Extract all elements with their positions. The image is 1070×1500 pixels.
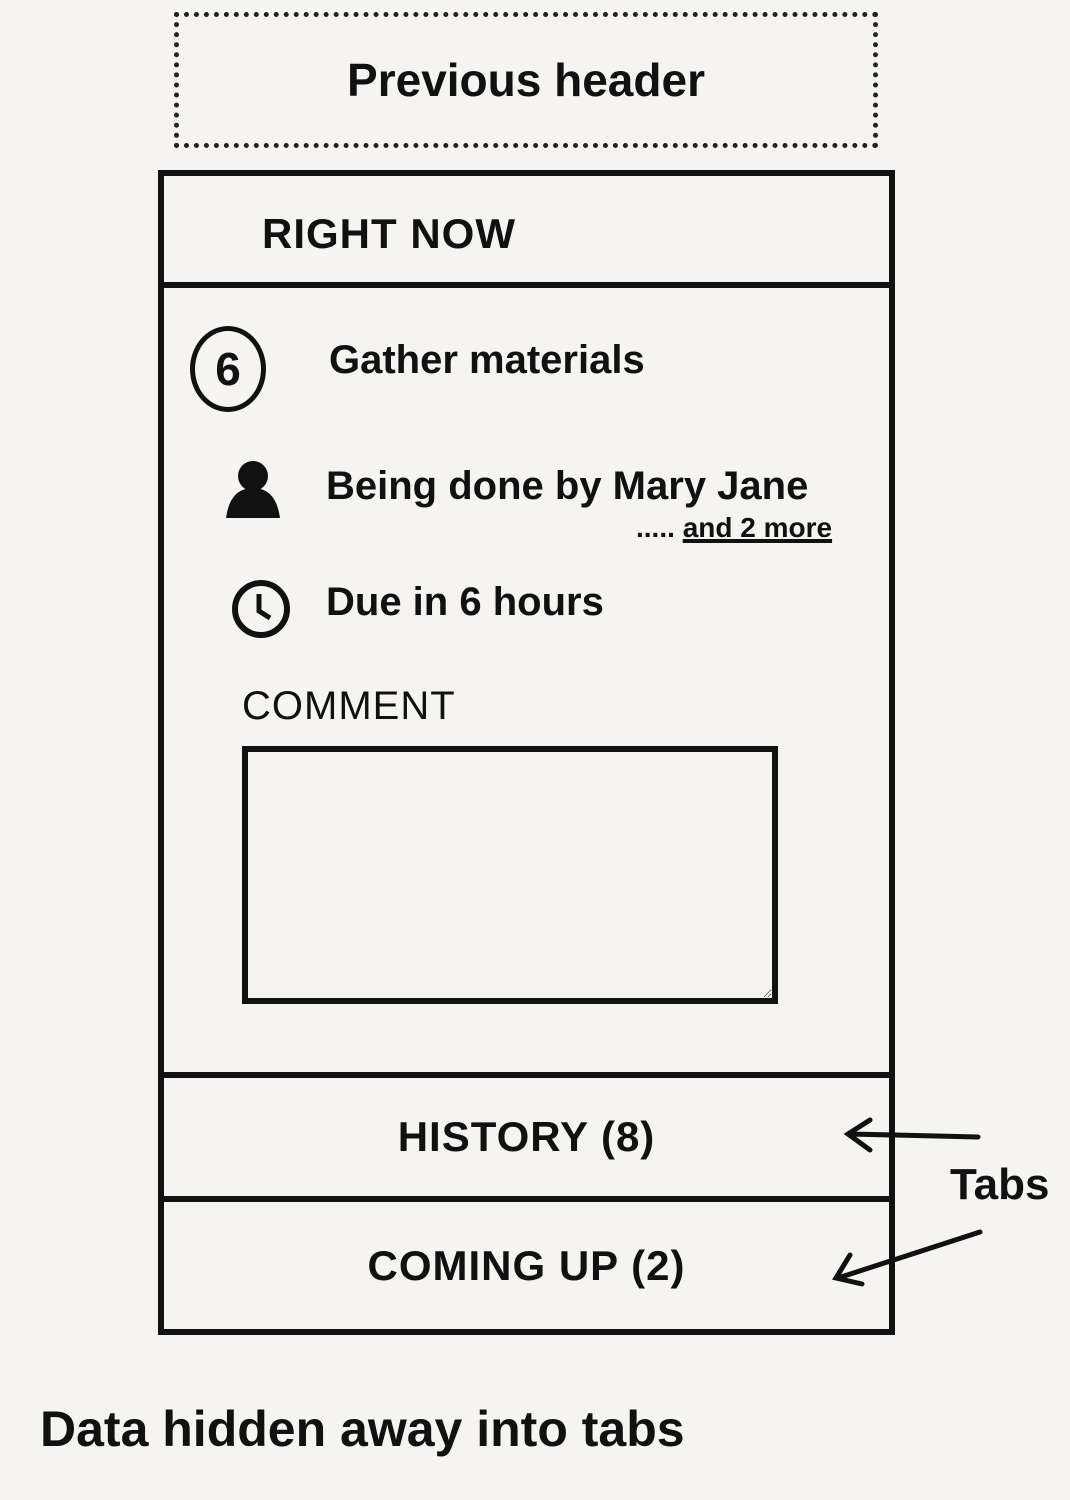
more-assignees-link[interactable]: and 2 more <box>682 512 833 543</box>
right-now-panel: RIGHT NOW 6 Gather materials Being done … <box>158 170 895 1335</box>
arrow-annotations <box>832 1117 983 1287</box>
due-text: Due in 6 hours <box>326 580 604 624</box>
ellipsis: ..... <box>636 512 675 543</box>
comment-label: COMMENT <box>242 684 456 728</box>
previous-header: Previous header <box>174 12 878 148</box>
caption: Data hidden away into tabs <box>40 1401 685 1457</box>
task-name: Gather materials <box>329 338 645 382</box>
arrow-icon <box>832 1229 983 1287</box>
step-number-badge: 6 <box>190 326 266 412</box>
tabs-annotation: Tabs <box>950 1160 1050 1209</box>
tab-coming-up-label: COMING UP (2) <box>367 1241 686 1289</box>
clock-icon <box>232 580 290 638</box>
arrow-icon <box>843 1117 981 1153</box>
tab-history-label: HISTORY (8) <box>397 1113 656 1160</box>
comment-input[interactable] <box>242 746 778 1004</box>
previous-header-label: Previous header <box>347 54 705 106</box>
person-icon <box>226 461 280 518</box>
step-number: 6 <box>215 343 241 395</box>
panel-title: RIGHT NOW <box>164 176 889 288</box>
tab-coming-up[interactable]: COMING UP (2) <box>164 1196 889 1329</box>
tab-history[interactable]: HISTORY (8) <box>164 1072 889 1196</box>
assignee-text: Being done by Mary Jane <box>326 464 809 508</box>
